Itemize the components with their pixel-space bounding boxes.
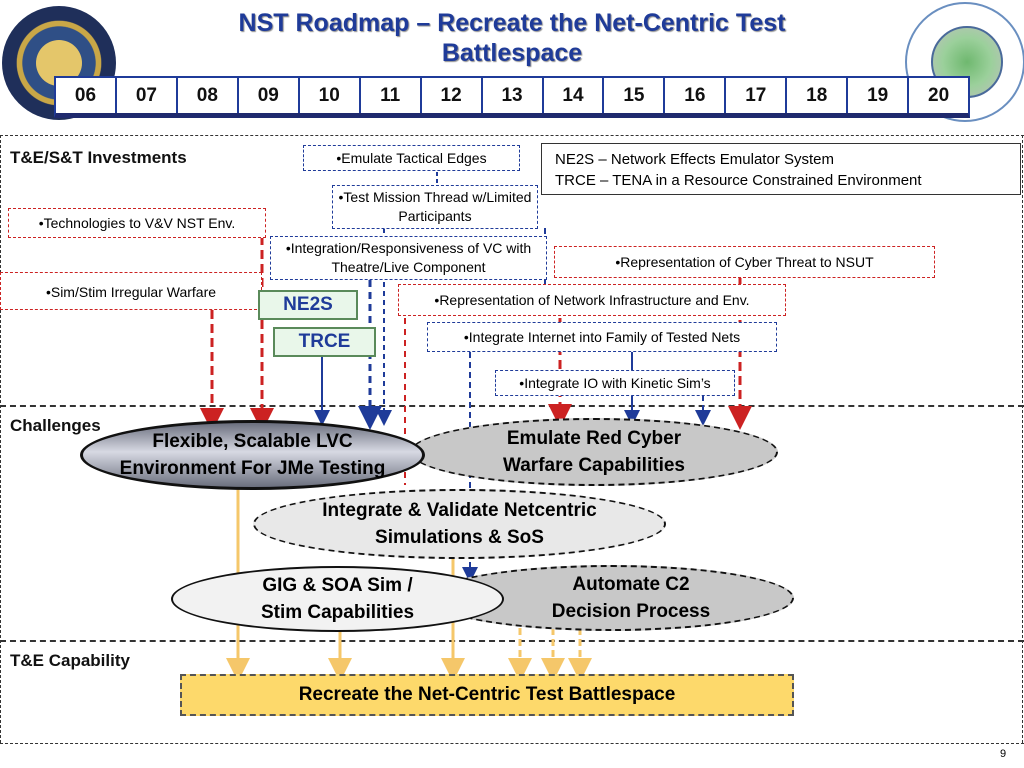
investment-io-kinetic: •Integrate IO with Kinetic Sim’s [495, 370, 735, 396]
capability-box: Recreate the Net-Centric Test Battlespac… [180, 674, 794, 716]
ne2s-box: NE2S [258, 290, 358, 320]
section-divider [0, 135, 1024, 136]
year-cell: 06 [56, 78, 117, 113]
year-cell: 14 [544, 78, 605, 113]
legend-ne2s: NE2S – Network Effects Emulator System [555, 151, 834, 168]
investment-emulate-edges: •Emulate Tactical Edges [303, 145, 520, 171]
legend-box: NE2S – Network Effects Emulator System T… [541, 143, 1021, 195]
challenges-label: Challenges [10, 416, 101, 435]
year-cell: 16 [665, 78, 727, 113]
investment-network-infra: •Representation of Network Infrastructur… [398, 284, 786, 316]
section-divider [0, 405, 1024, 407]
year-cell: 11 [361, 78, 422, 113]
challenge-netcentric: Integrate & Validate Netcentric Simulati… [253, 489, 666, 559]
investment-cyber-threat: •Representation of Cyber Threat to NSUT [554, 246, 935, 278]
legend-trce: TRCE – TENA in a Resource Constrained En… [555, 172, 922, 189]
year-cell: 18 [787, 78, 849, 113]
section-divider [0, 640, 1024, 642]
capability-label: T&E Capability [10, 651, 130, 670]
challenge-flexible: Flexible, Scalable LVC Environment For J… [80, 420, 425, 490]
year-cell: 17 [726, 78, 788, 113]
year-cell: 13 [483, 78, 544, 113]
investment-tech-vv: •Technologies to V&V NST Env. [8, 208, 266, 238]
challenge-gig: GIG & SOA Sim / Stim Capabilities [171, 566, 504, 632]
investment-test-mission: •Test Mission Thread w/Limited Participa… [332, 185, 538, 229]
page-number: 9 [1000, 748, 1007, 760]
section-divider [0, 743, 1024, 744]
year-cell: 10 [300, 78, 361, 113]
investment-integration: •Integration/Responsiveness of VC with T… [270, 236, 547, 280]
year-cell: 08 [178, 78, 239, 113]
trce-box: TRCE [273, 327, 376, 357]
section-frame [1022, 135, 1023, 743]
year-cell: 07 [117, 78, 178, 113]
challenge-red-cyber: Emulate Red Cyber Warfare Capabilities [410, 418, 778, 486]
year-cell: 09 [239, 78, 300, 113]
year-cell: 15 [604, 78, 666, 113]
year-cell: 19 [848, 78, 910, 113]
investment-sim-stim: •Sim/Stim Irregular Warfare [0, 272, 262, 310]
year-cell: 12 [422, 78, 483, 113]
investments-label: T&E/S&T Investments [10, 148, 187, 167]
investment-internet: •Integrate Internet into Family of Teste… [427, 322, 777, 352]
section-frame [0, 135, 1, 743]
year-cell: 20 [928, 85, 950, 106]
page-title: NST Roadmap – Recreate the Net-Centric T… [238, 9, 786, 67]
